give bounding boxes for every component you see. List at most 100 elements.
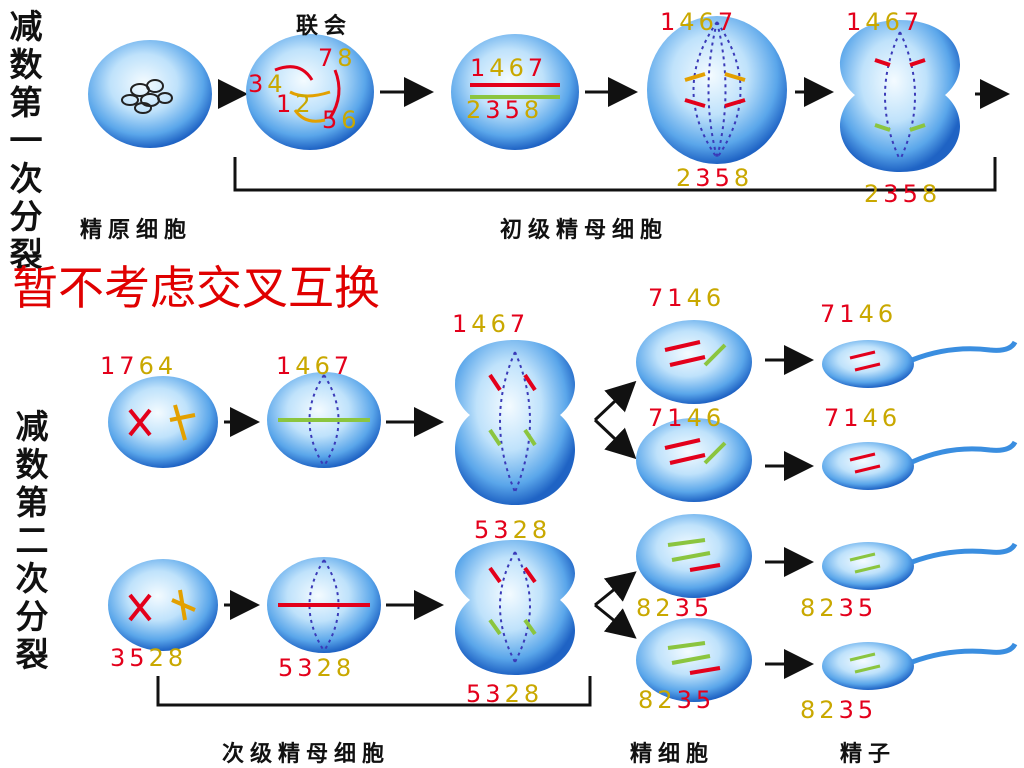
primary-spermatocyte-bracket	[233, 157, 997, 192]
nums-m2b-tid2: 8235	[638, 686, 715, 714]
chromosome-number: 4	[858, 300, 878, 328]
chromosome-number: 5	[474, 516, 494, 544]
chromosome-number: 1	[843, 404, 863, 432]
chromosome-number: 5	[857, 594, 878, 622]
chromosome-number: 3	[695, 164, 715, 192]
nums-m2b-sp2: 8235	[800, 696, 877, 724]
chromosome-number: 4	[865, 8, 885, 36]
chromosome-number: 5	[695, 686, 716, 714]
arrow	[593, 418, 637, 460]
arrow	[593, 380, 637, 422]
chromosome-number: 2	[676, 164, 696, 192]
chromosome-number: 7	[717, 8, 738, 36]
chromosome-number: 8	[800, 696, 820, 724]
chromosome-number: 3	[674, 594, 694, 622]
chromosome-number: 3	[838, 696, 858, 724]
nums-m2b-ana: 5328	[474, 516, 551, 544]
chromosome-number: 3	[248, 70, 268, 98]
chromosome-number: 1	[452, 310, 472, 338]
label-spermatogonium: 精原细胞	[80, 218, 193, 243]
chromosome-number: 5	[714, 164, 734, 192]
label-synapsis: 联会	[296, 14, 353, 39]
chromosome-number: 3	[485, 680, 505, 708]
chromosome-number: 2	[864, 180, 884, 208]
chromosome-number: 2	[655, 594, 675, 622]
chromosome-number: 6	[884, 8, 904, 36]
chromosome-number: 6	[705, 284, 726, 312]
label-spermatid: 精细胞	[630, 742, 715, 767]
anaphase-i-cell	[647, 16, 787, 164]
nums-m2a-tid1: 7146	[648, 284, 725, 312]
m2a-spermatid-2	[636, 418, 752, 502]
nums-m2b-tid1: 8235	[636, 594, 713, 622]
m2a-prophase-cell	[108, 376, 218, 468]
label-secondary-spermatocyte: 次级精母细胞	[222, 742, 391, 767]
chromosome-number: 7	[648, 404, 668, 432]
chromosome-number: 5	[129, 644, 149, 672]
chromosome-number: 1	[839, 300, 859, 328]
chromosome-number: 1	[660, 8, 680, 36]
chromosome-number: 8	[167, 644, 188, 672]
nums-tel1-top: 1467	[846, 8, 923, 36]
nums-syn-56: 56	[322, 106, 361, 134]
nums-m2a-pro: 1764	[100, 352, 177, 380]
chromosome-number: 8	[335, 654, 356, 682]
chromosome-number: 7	[820, 300, 840, 328]
chromosome-number: 2	[148, 644, 168, 672]
m2a-sperm-2	[822, 440, 1018, 490]
chromosome-number: 5	[857, 696, 878, 724]
chromosome-number: 6	[877, 300, 898, 328]
chromosome-number: 3	[493, 516, 513, 544]
chromosome-number: 7	[509, 310, 530, 338]
m2a-sperm-1	[822, 340, 1018, 388]
telophase-i-cell	[840, 20, 960, 172]
chromosome-number: 8	[800, 594, 820, 622]
chromosome-number: 4	[686, 284, 706, 312]
chromosome-number: 3	[297, 654, 317, 682]
chromosome-number: 6	[881, 404, 902, 432]
chromosome-number: 8	[733, 164, 754, 192]
meiosis2-title: 减数第二次分裂	[15, 407, 49, 674]
chromosome-number: 8	[337, 44, 357, 72]
chromosome-number: 5	[902, 180, 922, 208]
m2b-metaphase-cell	[267, 557, 381, 653]
m2b-prophase-cell	[108, 559, 218, 651]
metaphase-i-cell	[451, 34, 579, 150]
chromosome-number: 1	[100, 352, 120, 380]
m2b-spermatid-2	[636, 618, 752, 702]
meiosis1-title: 减数第一次分裂	[9, 7, 43, 274]
chromosome-number: 6	[698, 8, 718, 36]
chromosome-number: 7	[527, 54, 548, 82]
nums-m2b-meta: 5328	[278, 654, 355, 682]
chromosome-number: 5	[504, 96, 524, 124]
chromosome-number: 1	[276, 352, 296, 380]
label-primary-spermatocyte: 初级精母细胞	[500, 218, 669, 243]
chromosome-number: 7	[824, 404, 844, 432]
chromosome-number: 8	[523, 96, 544, 124]
chromosome-number: 5	[466, 680, 486, 708]
nums-ana1-top: 1467	[660, 8, 737, 36]
chromosome-number: 1	[470, 54, 490, 82]
chromosome-number: 7	[318, 44, 338, 72]
m2b-sperm-2	[822, 642, 1018, 690]
chromosome-number: 2	[316, 654, 336, 682]
chromosome-number: 1	[667, 404, 687, 432]
chromosome-number: 4	[679, 8, 699, 36]
chromosome-number: 4	[267, 70, 287, 98]
chromosome-number: 2	[657, 686, 677, 714]
chromosome-number: 4	[862, 404, 882, 432]
m2a-spermatid-1	[636, 320, 752, 404]
chromosome-number: 2	[512, 516, 532, 544]
chromosome-number: 7	[903, 8, 924, 36]
chromosome-number: 4	[489, 54, 509, 82]
chromosome-number: 3	[110, 644, 130, 672]
chromosome-number: 2	[295, 90, 315, 118]
chromosome-number: 3	[838, 594, 858, 622]
synapsis-cell	[246, 34, 374, 150]
nums-syn-12: 12	[276, 90, 315, 118]
nums-m2a-tid2: 7146	[648, 404, 725, 432]
chromosome-number: 7	[333, 352, 354, 380]
chromosome-number: 5	[278, 654, 298, 682]
chromosome-number: 1	[667, 284, 687, 312]
